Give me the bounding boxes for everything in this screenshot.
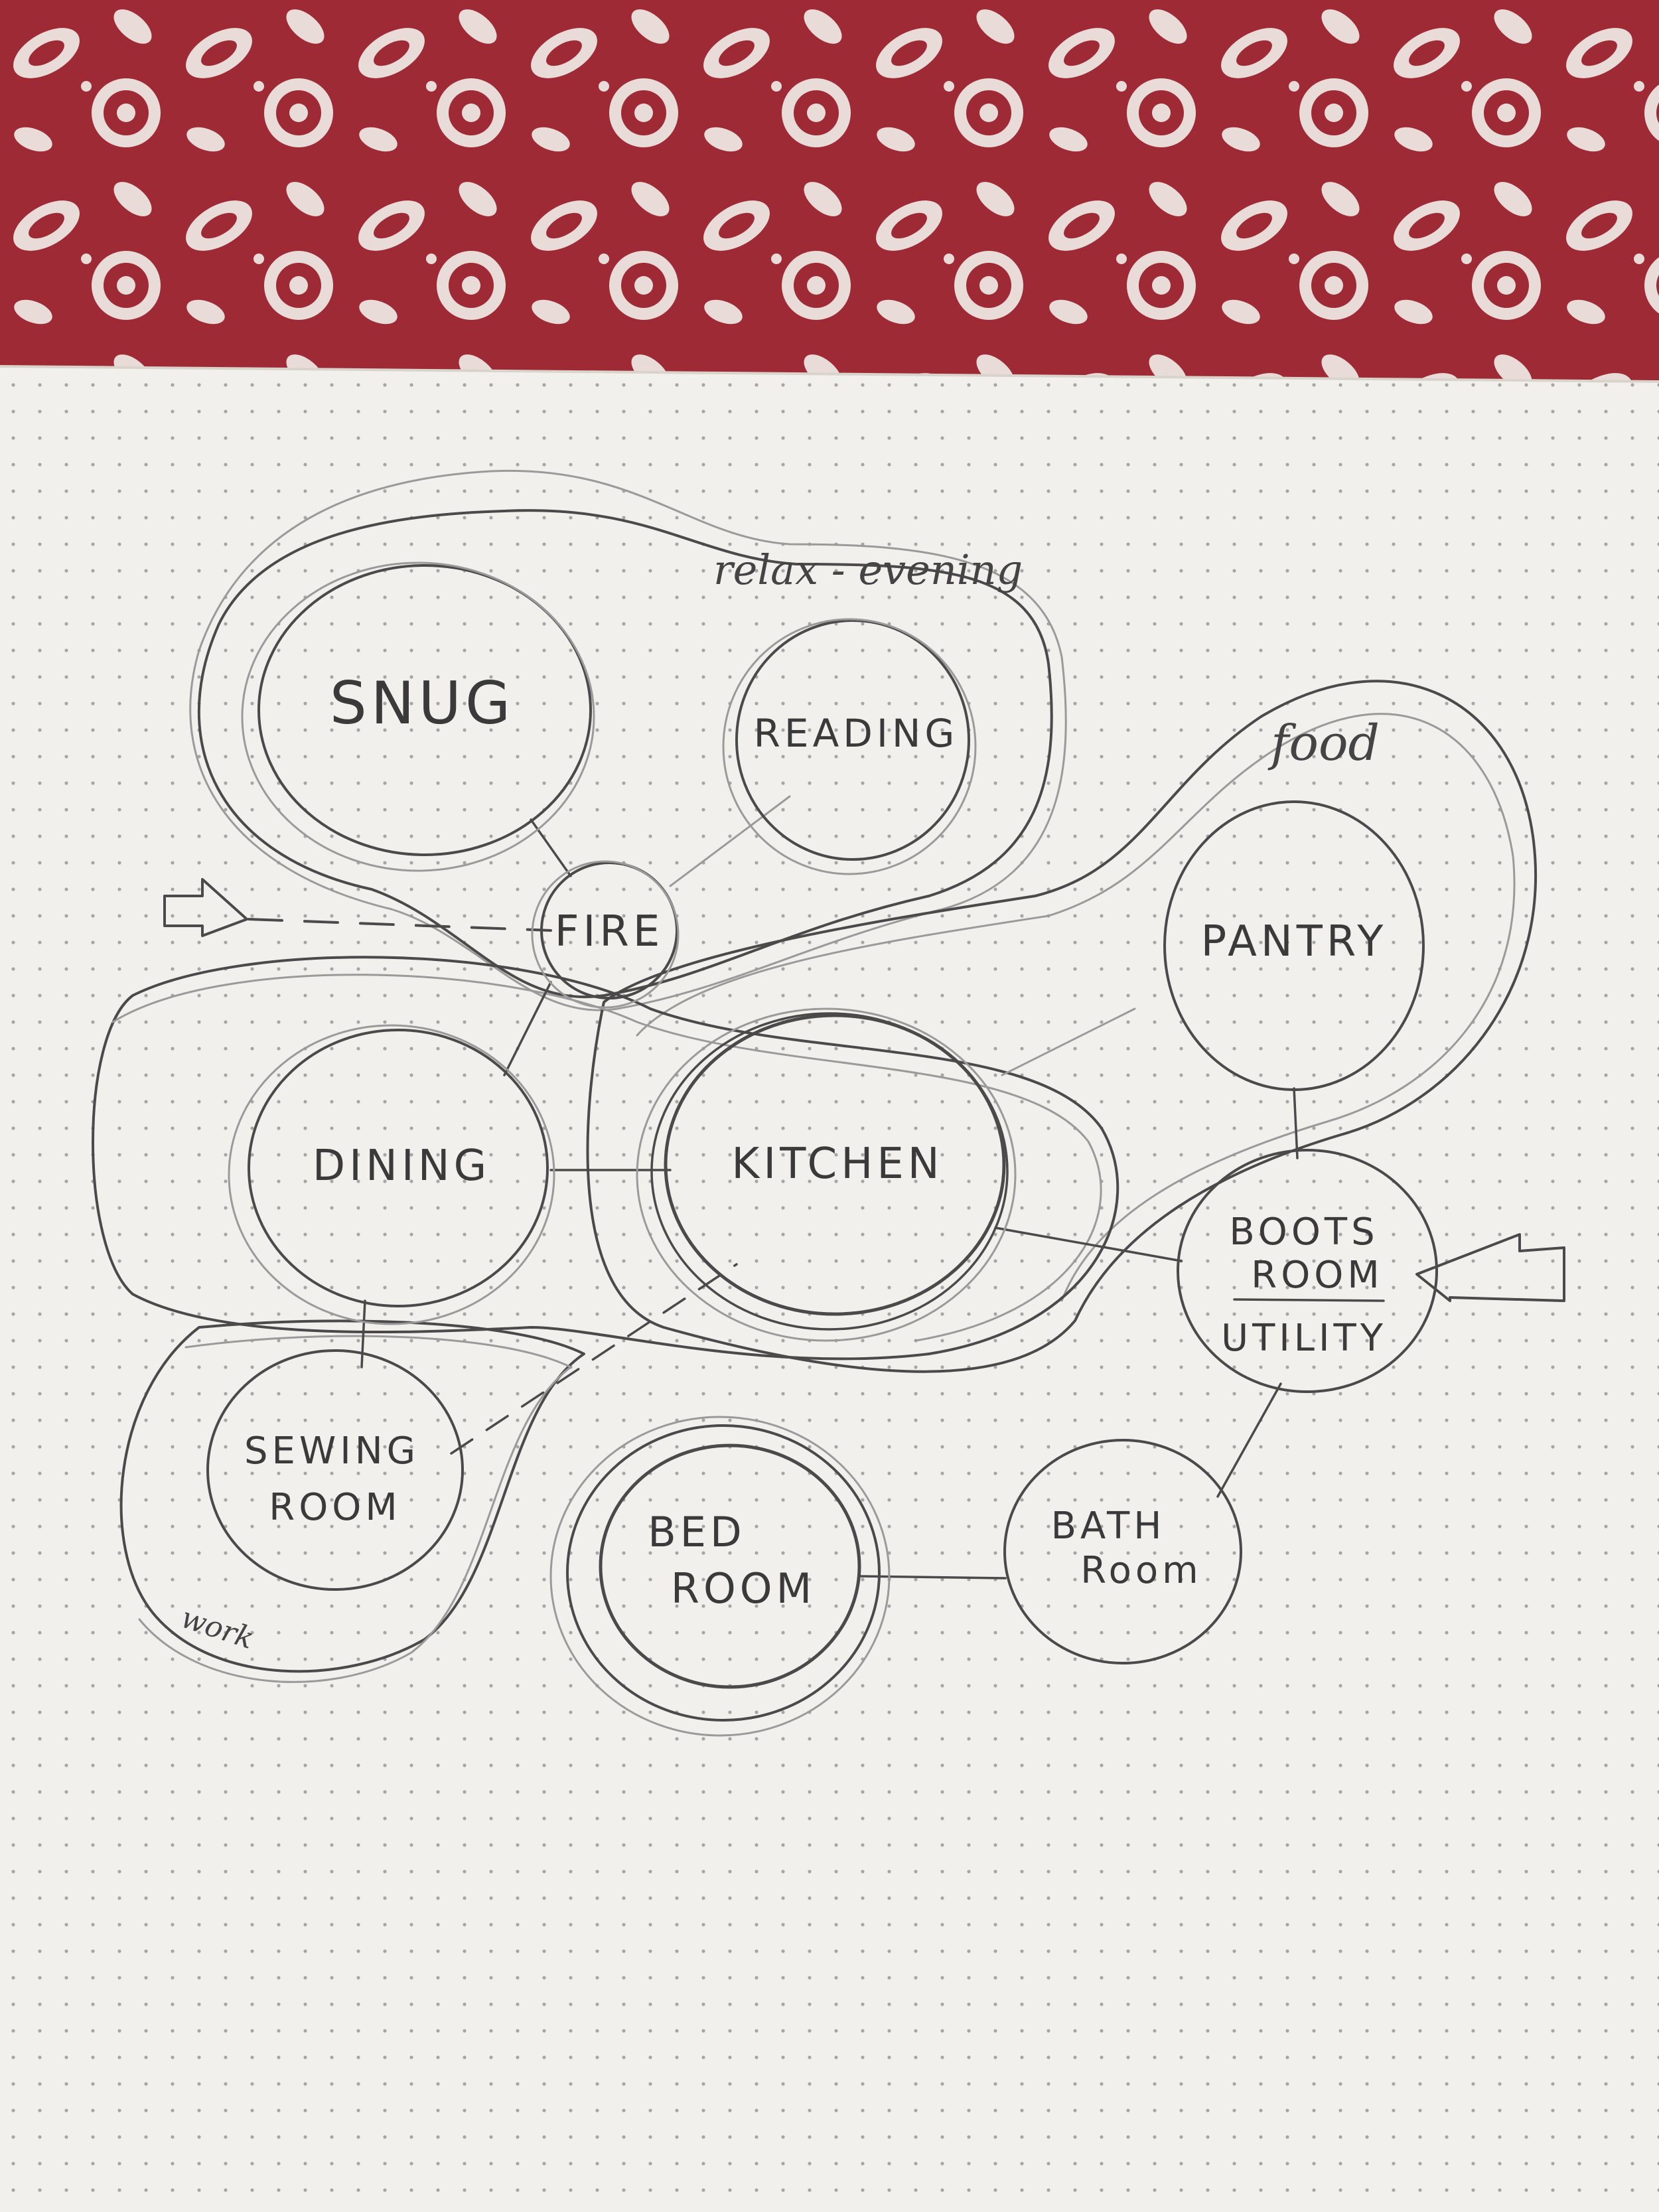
- room-bath: BATH Room: [1003, 1439, 1242, 1664]
- dining-label: DINING: [313, 1142, 490, 1191]
- connectors: [360, 795, 1299, 1580]
- arrow-left-icon: [1415, 1233, 1565, 1302]
- sewing-room-label: ROOM: [269, 1486, 401, 1529]
- boots-room-label: ROOM: [1251, 1254, 1383, 1297]
- room-kitchen: KITCHEN: [636, 1007, 1017, 1342]
- fabric-background: [0, 0, 1659, 398]
- food-zone-label: food: [1267, 715, 1380, 772]
- room-fire: FIRE: [531, 860, 680, 1009]
- bed-label: BED: [648, 1508, 745, 1556]
- entrance-arrow-left: [163, 878, 552, 937]
- pantry-label: PANTRY: [1201, 917, 1388, 966]
- reading-label: READING: [754, 711, 959, 756]
- room-reading: READING: [722, 618, 977, 875]
- room-pantry: PANTRY: [1163, 800, 1425, 1091]
- bed-room-label: ROOM: [671, 1564, 816, 1613]
- room-dining: DINING: [228, 1024, 555, 1325]
- zone-outlines: [92, 469, 1537, 1683]
- bath-label: BATH: [1051, 1505, 1166, 1548]
- notebook-page: [0, 365, 1659, 2212]
- entrance-arrow-right: [1415, 1233, 1565, 1302]
- room-bed: BED ROOM: [549, 1416, 891, 1737]
- boots-label: BOOTS: [1229, 1211, 1378, 1254]
- utility-label: UTILITY: [1221, 1317, 1387, 1360]
- room-snug: SNUG: [241, 561, 595, 872]
- relax-zone-outline: [197, 509, 1053, 998]
- relax-zone-label: relax - evening: [713, 546, 1023, 594]
- room-sewing: SEWING ROOM: [206, 1349, 464, 1591]
- fire-label: FIRE: [555, 907, 664, 956]
- kitchen-label: KITCHEN: [731, 1140, 943, 1189]
- food-zone-outline: [586, 680, 1537, 1373]
- living-zone-outline: [92, 956, 1119, 1361]
- bath-room-label: Room: [1080, 1549, 1202, 1592]
- room-boots-utility: BOOTS ROOM UTILITY: [1177, 1149, 1438, 1393]
- snug-label: SNUG: [330, 669, 514, 737]
- arrow-right-icon: [163, 878, 248, 937]
- sewing-label: SEWING: [244, 1430, 419, 1473]
